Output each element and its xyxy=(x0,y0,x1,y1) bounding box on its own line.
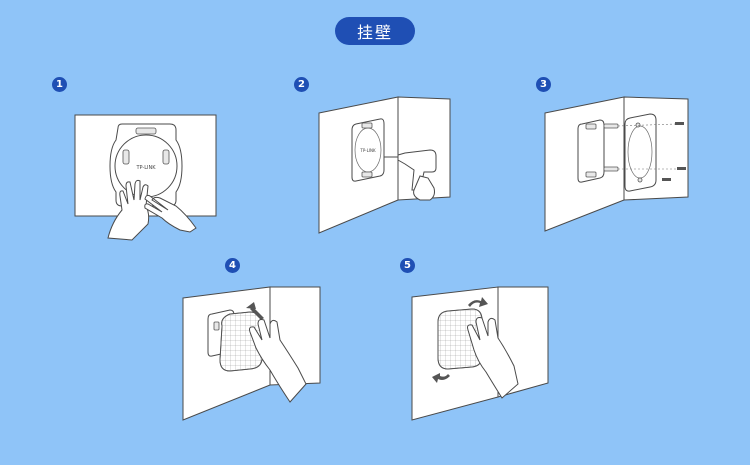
step-2-badge: 2 xyxy=(294,77,309,92)
step-1-badge: 1 xyxy=(52,77,67,92)
step-5-badge: 5 xyxy=(400,258,415,273)
step-5-illustration xyxy=(411,286,549,421)
step-2-logo: TP-LINK xyxy=(359,148,376,153)
step-4-illustration xyxy=(182,286,321,421)
step-3-illustration xyxy=(544,96,689,232)
step-5-hand xyxy=(467,317,519,399)
page-title: 挂壁 xyxy=(335,17,415,45)
step-3-screw-bottom xyxy=(677,167,686,170)
step-1-right-hand xyxy=(144,194,197,233)
step-5-arrow-bottom xyxy=(432,373,450,383)
step-2-hand xyxy=(413,175,435,201)
step-4-arrow xyxy=(246,302,264,320)
step-2-illustration: TP-LINK xyxy=(318,96,451,234)
step-3-screw-top xyxy=(675,122,684,125)
step-1-logo: TP-LINK xyxy=(135,165,156,171)
step-2-right-wall xyxy=(397,96,451,201)
step-3-anchor-top xyxy=(603,123,619,129)
step-1-illustration: TP-LINK xyxy=(74,114,217,241)
step-3-badge: 3 xyxy=(536,77,551,92)
step-3-bracket-outline xyxy=(577,119,605,183)
step-3-anchor-bottom xyxy=(603,166,619,172)
step-4-badge: 4 xyxy=(225,258,240,273)
step-4-hand xyxy=(249,319,307,403)
step-5-arrow-top xyxy=(468,297,488,307)
step-2-bracket xyxy=(351,118,385,182)
